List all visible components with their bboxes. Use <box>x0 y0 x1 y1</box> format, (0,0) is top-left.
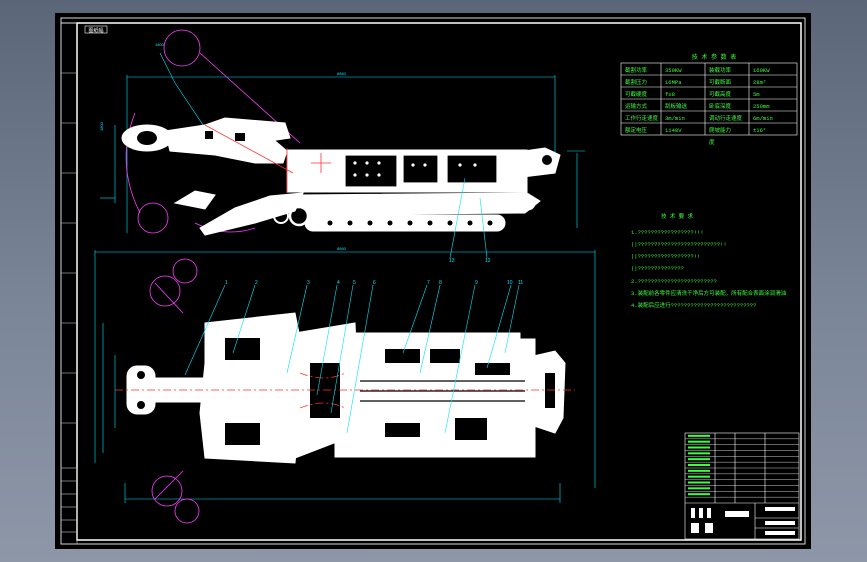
roadheader-plan-view <box>126 312 566 464</box>
svg-text:图纸幅: 图纸幅 <box>88 27 103 34</box>
params-table: 技 术 参 数 表 截割功率 350KW 装载功率 160KW 截割压力 16M… <box>620 53 798 146</box>
part-label-10: 10 <box>507 280 513 286</box>
side-view-track-rollers <box>327 220 493 226</box>
svg-text:160KW: 160KW <box>753 67 770 74</box>
drawing-frame <box>60 17 806 545</box>
part-label-12: 12 <box>485 258 491 264</box>
svg-text:4.装配后应进行??????????????????????: 4.装配后应进行?????????????????????????? <box>631 301 756 309</box>
svg-text:2.????????????????????????: 2.???????????????????????? <box>631 278 717 285</box>
svg-text:3.装配前各零件应清洗干净后方可装配，所有配合表面涂润滑油: 3.装配前各零件应清洗干净后方可装配，所有配合表面涂润滑油 <box>631 289 787 297</box>
plan-view-part-labels: 1 2 3 4 5 6 7 8 9 10 11 <box>225 280 523 286</box>
part-label-7: 7 <box>427 280 430 286</box>
svg-text:截割功率: 截割功率 <box>625 66 648 74</box>
frame-tag: 图纸幅 <box>84 25 108 34</box>
svg-text:5m: 5m <box>753 91 760 98</box>
title-block-marks <box>691 507 795 535</box>
svg-text:卧底深度: 卧底深度 <box>709 102 732 110</box>
title-block-row-text <box>688 475 710 478</box>
plan-view-chain-marks <box>455 425 482 436</box>
title-block-row-text <box>688 440 710 443</box>
plan-view-dimensions <box>94 250 596 503</box>
side-view-part-labels: 13 12 <box>449 258 491 264</box>
cad-viewport[interactable]: 图纸幅 <box>55 13 811 549</box>
side-revision-block <box>60 467 78 545</box>
part-label-13: 13 <box>449 258 455 264</box>
svg-text:1.?????????????????!!!: 1.?????????????????!!! <box>631 229 704 236</box>
side-view-centerlines <box>204 124 331 193</box>
svg-text:8860: 8860 <box>337 246 347 251</box>
title-block-row-text <box>688 493 710 496</box>
title-block-row-text <box>688 481 710 484</box>
svg-text:||??????????????: ||?????????????? <box>631 265 684 272</box>
svg-text:3m/min: 3m/min <box>665 115 685 122</box>
svg-text:可截断面: 可截断面 <box>709 78 732 86</box>
part-label-1: 1 <box>225 280 228 286</box>
zone-ticks-left <box>61 72 77 424</box>
svg-text:额定电压: 额定电压 <box>625 126 648 134</box>
title-block-row-text <box>688 452 710 455</box>
part-label-11: 11 <box>518 280 523 286</box>
svg-text:运输方式: 运输方式 <box>625 102 648 110</box>
svg-text:1800: 1800 <box>155 42 165 47</box>
title-block-row-text <box>688 487 710 490</box>
title-block-rows <box>685 434 799 498</box>
svg-text:装载功率: 装载功率 <box>709 66 732 74</box>
svg-text:可截硬度: 可截硬度 <box>625 90 648 98</box>
tech-requirements: 技 术 要 求 1.?????????????????!!! ||???????… <box>631 212 787 309</box>
part-label-5: 5 <box>353 280 356 286</box>
svg-text:f≤8: f≤8 <box>665 91 675 98</box>
cad-drawing-canvas: 图纸幅 <box>60 17 806 545</box>
svg-text:刮板输送: 刮板输送 <box>665 102 688 110</box>
params-table-title: 技 术 参 数 表 <box>692 53 736 61</box>
part-label-2: 2 <box>255 280 258 286</box>
roadheader-side-view <box>121 117 561 236</box>
part-label-9: 9 <box>475 280 478 286</box>
part-label-4: 4 <box>337 280 340 286</box>
svg-text:1140V: 1140V <box>665 127 682 134</box>
svg-text:16MPa: 16MPa <box>665 79 682 86</box>
plan-view-dim-text: 8860 <box>337 246 347 251</box>
svg-text:8860: 8860 <box>337 71 347 76</box>
svg-text:可截高度: 可截高度 <box>709 90 732 98</box>
part-label-6: 6 <box>373 280 376 286</box>
part-label-3: 3 <box>307 280 310 286</box>
svg-text:6m/min: 6m/min <box>753 115 773 122</box>
tech-req-title: 技 术 要 求 <box>661 212 693 220</box>
side-view-leader-lines <box>449 177 488 259</box>
svg-text:度: 度 <box>709 138 715 146</box>
svg-text:||?????????????????????????!!: ||?????????????????????????!! <box>631 241 727 248</box>
svg-text:调动行走速度: 调动行走速度 <box>709 114 743 122</box>
title-block-row-text <box>688 458 710 461</box>
plan-view-centerline <box>115 372 575 409</box>
svg-text:||?????????????????!!: ||?????????????????!! <box>631 253 700 260</box>
plan-view-motion-arcs <box>149 258 200 524</box>
title-block-row-text <box>688 464 710 466</box>
svg-text:28m²: 28m² <box>753 79 766 86</box>
svg-text:350KW: 350KW <box>665 67 682 74</box>
svg-text:工作行走速度: 工作行走速度 <box>625 114 659 122</box>
side-view-dimensions <box>100 52 585 233</box>
title-block-row-text <box>688 446 710 449</box>
part-label-8: 8 <box>439 280 442 286</box>
plan-view-conveyor-slats <box>360 380 525 402</box>
svg-text:截割压力: 截割压力 <box>625 78 647 86</box>
plan-view-leader-lines <box>184 284 520 434</box>
svg-text:1800: 1800 <box>99 121 104 131</box>
svg-text:±16°: ±16° <box>753 127 766 134</box>
side-view-dim-text: 8860 1800 1800 <box>99 42 347 131</box>
svg-text:爬坡能力: 爬坡能力 <box>709 126 731 134</box>
title-block-row-text <box>688 434 710 437</box>
side-view-body-studs <box>353 161 477 177</box>
svg-text:250mm: 250mm <box>753 103 770 110</box>
title-block-row-text <box>688 469 710 472</box>
